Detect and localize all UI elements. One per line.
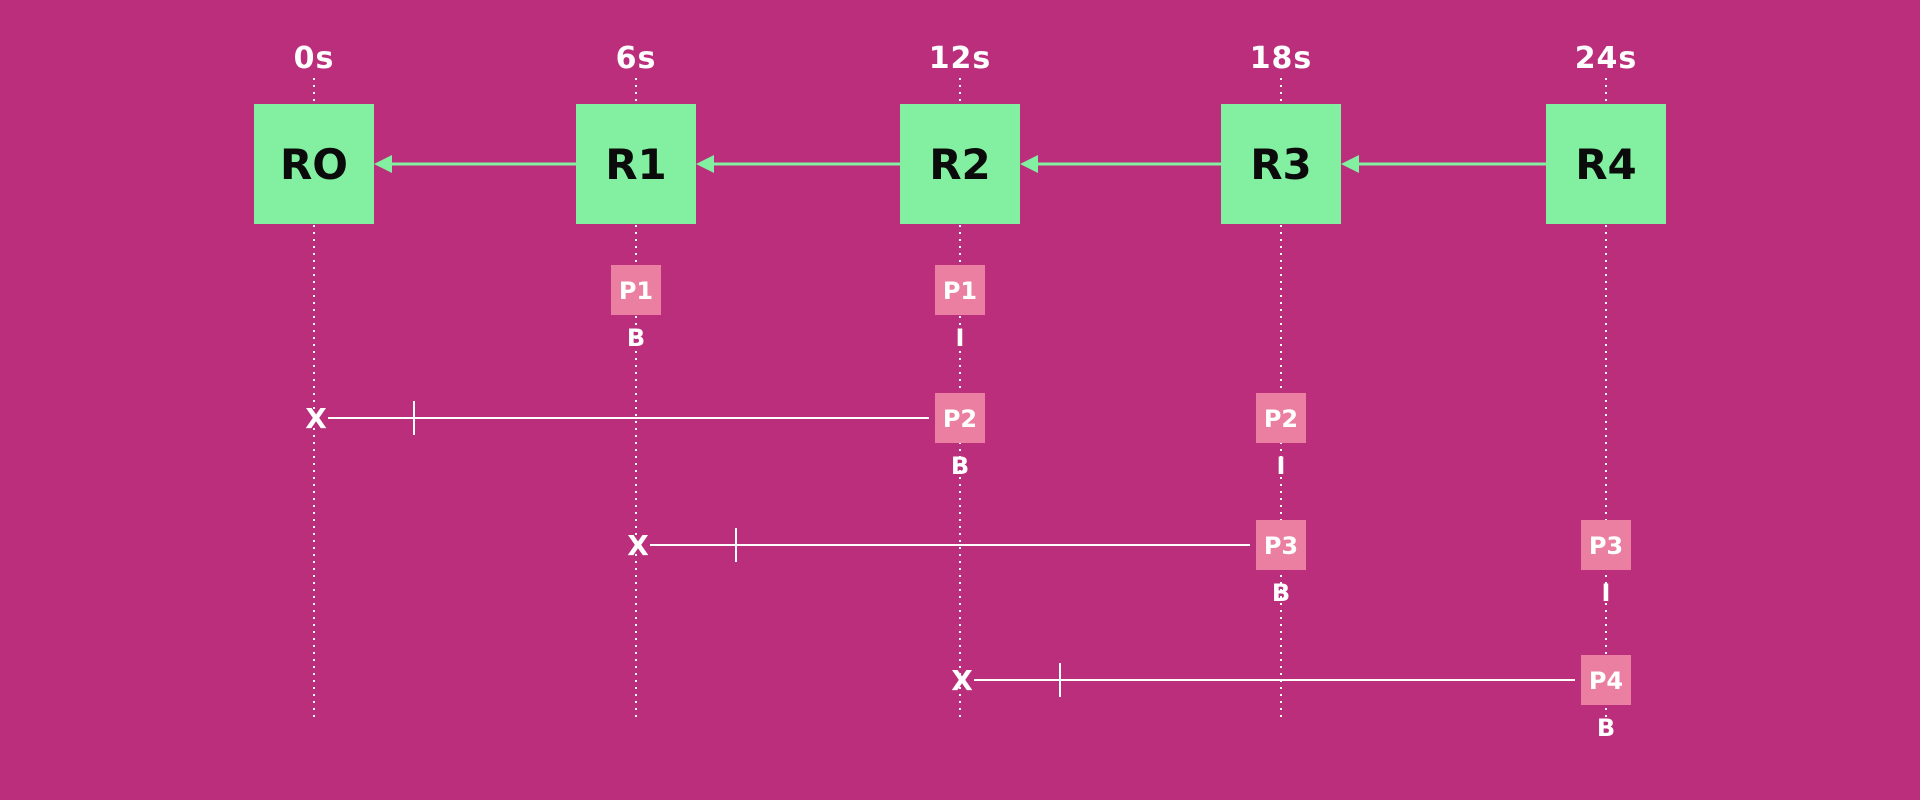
packet-flag-label: B xyxy=(1272,579,1290,607)
packet-box xyxy=(611,265,661,315)
packet-box xyxy=(1581,655,1631,705)
round-box xyxy=(1221,104,1341,224)
time-tick-label: 24s xyxy=(1575,41,1638,76)
round-box xyxy=(1546,104,1666,224)
expiry-x-mark: X xyxy=(305,402,327,435)
time-tick-label: 0s xyxy=(294,41,335,76)
arrow-head-icon xyxy=(1020,155,1038,173)
packet-flag-label: I xyxy=(1277,452,1286,480)
packet-flag-label: I xyxy=(1602,579,1611,607)
packet-label: P2 xyxy=(1264,405,1298,433)
packet-label: P1 xyxy=(943,277,977,305)
time-tick-label: 6s xyxy=(616,41,657,76)
packet-label: P3 xyxy=(1264,532,1298,560)
arrow-head-icon xyxy=(696,155,714,173)
time-tick-label: 18s xyxy=(1250,41,1313,76)
packet-box xyxy=(1256,393,1306,443)
round-label: R3 xyxy=(1250,140,1312,189)
packet-box xyxy=(1256,520,1306,570)
packet-flag-label: B xyxy=(951,452,969,480)
round-box xyxy=(900,104,1020,224)
round-label: R2 xyxy=(929,140,991,189)
packet-flag-label: B xyxy=(627,324,645,352)
packet-label: P4 xyxy=(1589,667,1623,695)
round-label: R4 xyxy=(1575,140,1637,189)
packet-flag-label: B xyxy=(1597,714,1615,742)
packet-box xyxy=(935,265,985,315)
packet-box xyxy=(935,393,985,443)
round-label: R1 xyxy=(605,140,667,189)
arrow-head-icon xyxy=(374,155,392,173)
packet-label: P2 xyxy=(943,405,977,433)
round-box xyxy=(576,104,696,224)
packet-box xyxy=(1581,520,1631,570)
round-box xyxy=(254,104,374,224)
time-tick-label: 12s xyxy=(929,41,992,76)
packet-label: P3 xyxy=(1589,532,1623,560)
packet-label: P1 xyxy=(619,277,653,305)
expiry-x-mark: X xyxy=(627,529,649,562)
expiry-x-mark: X xyxy=(951,664,973,697)
round-label: RO xyxy=(280,140,348,189)
arrow-head-icon xyxy=(1341,155,1359,173)
packet-flag-label: I xyxy=(956,324,965,352)
